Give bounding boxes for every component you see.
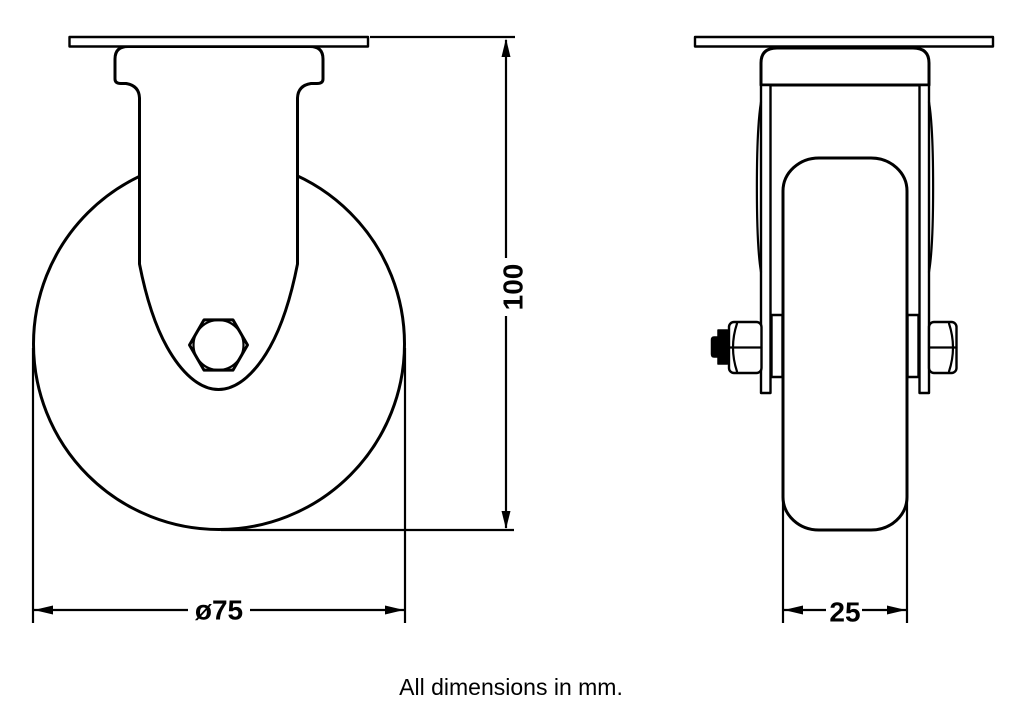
fork-leg-flange-left bbox=[755, 100, 763, 274]
width-arrow-right bbox=[887, 605, 906, 615]
units-caption: All dimensions in mm. bbox=[399, 674, 623, 700]
diameter-dimension-label: ø75 bbox=[195, 595, 243, 626]
axle-washer-left bbox=[770, 313, 784, 379]
width-dimension-label: 25 bbox=[829, 597, 860, 628]
mounting-plate-front bbox=[68, 35, 370, 48]
front-view: 100 ø75 bbox=[31, 35, 529, 626]
wheel-side-outline bbox=[781, 156, 909, 532]
height-arrow-up bbox=[501, 38, 511, 57]
axle-bolt-head-facets bbox=[947, 322, 955, 373]
diameter-arrow-left bbox=[34, 605, 53, 615]
axle-washer-right bbox=[906, 313, 920, 379]
axle-hub-circle bbox=[192, 318, 245, 372]
side-view: 25 bbox=[693, 35, 995, 628]
height-arrow-down bbox=[501, 511, 511, 529]
fork-leg-left bbox=[759, 83, 772, 395]
width-arrow-left bbox=[784, 605, 803, 615]
fork-leg-right bbox=[918, 83, 931, 395]
fork-yoke bbox=[759, 46, 931, 87]
axle-cap bbox=[710, 329, 730, 365]
fork-leg-flange-right bbox=[927, 100, 935, 274]
fork-stem bbox=[113, 45, 325, 391]
diameter-arrow-right bbox=[385, 605, 404, 615]
axle-nut-facets bbox=[731, 322, 739, 373]
height-dimension-label: 100 bbox=[498, 264, 529, 311]
axle-hex-nut-front bbox=[188, 318, 249, 372]
mounting-plate-side bbox=[693, 35, 995, 48]
